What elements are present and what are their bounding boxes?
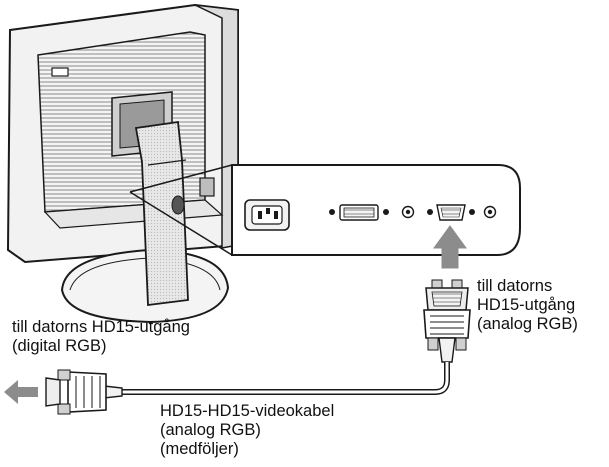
label-pc-output-analog-line3: (analog RGB) <box>477 315 578 333</box>
hd15-plug-pc-end <box>45 369 123 415</box>
label-pc-output-analog-line2: HD15-utgång <box>477 296 576 314</box>
label-pc-output-analog: till datorns HD15-utgång (analog RGB) <box>477 277 578 334</box>
label-pc-output-digital-line2: (digital RGB) <box>12 337 107 355</box>
stand-base <box>60 248 230 324</box>
cable-holder <box>199 177 215 197</box>
callout-lines <box>129 164 233 256</box>
connector-panel <box>231 164 521 256</box>
label-pc-output-digital-line1: till datorns HD15-utgång <box>12 318 190 336</box>
dvi-input-connector <box>329 204 415 221</box>
hd15-input-connector <box>427 204 497 221</box>
arrow-up-icon <box>433 225 467 269</box>
monitor-rear <box>6 3 239 264</box>
ac-power-socket <box>244 199 290 231</box>
label-video-cable-line1: HD15-HD15-videokabel <box>160 402 335 420</box>
video-cable <box>120 362 450 395</box>
label-pc-output-digital: till datorns HD15-utgång (digital RGB) <box>12 318 190 356</box>
monitor-latch <box>51 67 69 77</box>
monitor-stand <box>60 120 230 324</box>
stand-neck <box>134 120 189 307</box>
label-video-cable-line2: (analog RGB) <box>160 421 261 439</box>
label-video-cable: HD15-HD15-videokabel (analog RGB) (medfö… <box>160 402 334 459</box>
label-pc-output-analog-line1: till datorns <box>477 277 553 295</box>
arrow-left-icon <box>4 380 38 404</box>
label-video-cable-line3: (medföljer) <box>160 440 239 458</box>
hd15-plug-monitor-end <box>423 279 471 363</box>
